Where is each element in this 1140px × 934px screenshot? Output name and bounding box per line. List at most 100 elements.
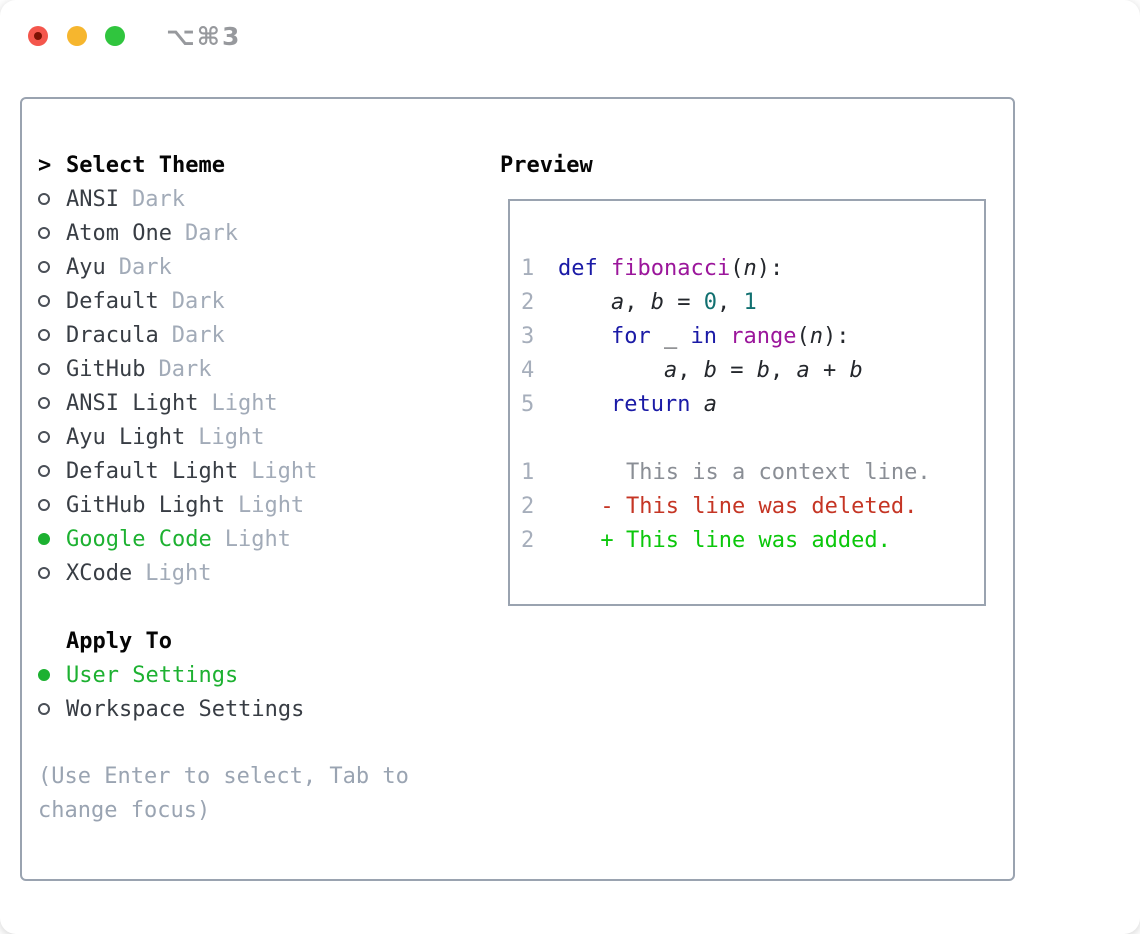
radio-icon — [38, 193, 66, 205]
help-text: (Use Enter to select, Tab to change focu… — [38, 764, 409, 823]
radio-icon — [38, 261, 66, 273]
code-text: return a — [610, 391, 717, 417]
theme-name: Atom One — [66, 220, 172, 246]
radio-icon — [38, 465, 66, 477]
title-bar: ⌥⌘3 — [0, 0, 1140, 72]
theme-variant: Dark — [171, 288, 225, 314]
diff-added-line: 2 + This line was added. — [521, 523, 931, 557]
diff-minus-marker: - — [600, 493, 614, 519]
theme-option-ansi-dark[interactable]: ANSI Dark — [38, 182, 317, 216]
theme-variant: Dark — [118, 254, 172, 280]
code-text: a, b = b, a + b — [663, 357, 863, 383]
minimize-button[interactable] — [67, 26, 87, 46]
apply-to-title: Apply To — [66, 628, 172, 654]
diff-text: This is a context line. — [626, 459, 931, 485]
radio-icon — [38, 499, 66, 511]
theme-variant: Dark — [158, 356, 212, 382]
theme-variant: Dark — [171, 322, 225, 348]
theme-variant: Light — [145, 560, 212, 586]
theme-name: Google Code — [66, 526, 212, 552]
zoom-button[interactable] — [105, 26, 125, 46]
theme-name: Ayu Light — [66, 424, 186, 450]
line-number: 3 — [521, 323, 535, 349]
radio-icon — [38, 397, 66, 409]
diff-text: This line was added. — [626, 527, 891, 553]
line-number: 1 — [521, 459, 535, 485]
theme-name: Ayu — [66, 254, 106, 280]
diff-plus-marker: + — [600, 527, 614, 553]
recording-dot-icon — [34, 32, 42, 40]
theme-option-dracula-dark[interactable]: Dracula Dark — [38, 318, 317, 352]
theme-option-github-dark[interactable]: GitHub Dark — [38, 352, 317, 386]
theme-list-header: > Select Theme — [38, 148, 317, 182]
theme-list-title: Select Theme — [66, 152, 225, 178]
apply-option-user-settings[interactable]: User Settings — [38, 658, 304, 692]
theme-name: GitHub Light — [66, 492, 225, 518]
line-number: 1 — [521, 255, 535, 281]
radio-icon — [38, 703, 66, 715]
theme-name: Dracula — [66, 322, 159, 348]
theme-option-ayu-dark[interactable]: Ayu Dark — [38, 250, 317, 284]
code-text: for _ in range(n): — [610, 323, 850, 349]
radio-icon — [38, 329, 66, 341]
code-text: a, b = 0, 1 — [610, 289, 757, 315]
theme-name: GitHub — [66, 356, 146, 382]
apply-to-header: Apply To — [38, 624, 304, 658]
theme-option-ansi-light[interactable]: ANSI Light Light — [38, 386, 317, 420]
window-title: ⌥⌘3 — [166, 22, 242, 51]
radio-selected-icon — [38, 533, 66, 545]
diff-text: This line was deleted. — [626, 493, 918, 519]
line-number: 2 — [521, 527, 535, 553]
line-number: 4 — [521, 357, 535, 383]
diff-deleted-line: 2 -This line was deleted. — [521, 489, 931, 523]
theme-variant: Dark — [131, 186, 185, 212]
line-number: 2 — [521, 493, 535, 519]
theme-option-ayu-light[interactable]: Ayu Light Light — [38, 420, 317, 454]
apply-to-section: Apply To User Settings Workspace Setting… — [38, 624, 304, 726]
cursor-prompt-icon: > — [38, 152, 52, 178]
diff-context-line: 1 This is a context line. — [521, 455, 931, 489]
code-line: 2 a, b = 0, 1 — [521, 285, 931, 319]
theme-variant: Light — [211, 390, 278, 416]
theme-variant: Light — [198, 424, 265, 450]
radio-icon — [38, 295, 66, 307]
theme-option-google-code-light[interactable]: Google Code Light — [38, 522, 317, 556]
theme-selector-panel: > Select Theme ANSI Dark Atom One Dark A… — [20, 97, 1015, 881]
close-button[interactable] — [28, 26, 48, 46]
line-number: 5 — [521, 391, 535, 417]
line-number: 2 — [521, 289, 535, 315]
code-line: 5 return a — [521, 387, 931, 421]
theme-option-github-light[interactable]: GitHub Light Light — [38, 488, 317, 522]
theme-variant: Light — [251, 458, 318, 484]
radio-icon — [38, 431, 66, 443]
code-line: 4 a, b = b, a + b — [521, 353, 931, 387]
theme-variant: Dark — [184, 220, 238, 246]
radio-icon — [38, 227, 66, 239]
radio-icon — [38, 363, 66, 375]
preview-title: Preview — [500, 152, 593, 178]
preview-box: 1 def fibonacci(n): 2 a, b = 0, 1 3 for _… — [508, 199, 986, 606]
theme-option-default-light[interactable]: Default Light Light — [38, 454, 317, 488]
radio-selected-icon — [38, 669, 66, 681]
theme-list: > Select Theme ANSI Dark Atom One Dark A… — [38, 148, 317, 590]
theme-option-default-dark[interactable]: Default Dark — [38, 284, 317, 318]
radio-icon — [38, 567, 66, 579]
theme-name: Default Light — [66, 458, 239, 484]
blank-line — [521, 421, 931, 455]
code-line: 3 for _ in range(n): — [521, 319, 931, 353]
theme-variant: Light — [224, 526, 291, 552]
code-text: def fibonacci(n): — [558, 255, 784, 281]
apply-option-workspace-settings[interactable]: Workspace Settings — [38, 692, 304, 726]
apply-option-name: Workspace Settings — [66, 696, 305, 722]
code-preview: 1 def fibonacci(n): 2 a, b = 0, 1 3 for _… — [521, 251, 931, 557]
theme-name: ANSI — [66, 186, 119, 212]
code-line: 1 def fibonacci(n): — [521, 251, 931, 285]
theme-name: ANSI Light — [66, 390, 199, 416]
diff-marker — [600, 460, 614, 485]
theme-option-atom-one-dark[interactable]: Atom One Dark — [38, 216, 317, 250]
theme-variant: Light — [237, 492, 305, 518]
theme-name: XCode — [66, 560, 133, 586]
theme-option-xcode-light[interactable]: XCode Light — [38, 556, 317, 590]
apply-option-name: User Settings — [66, 662, 239, 688]
